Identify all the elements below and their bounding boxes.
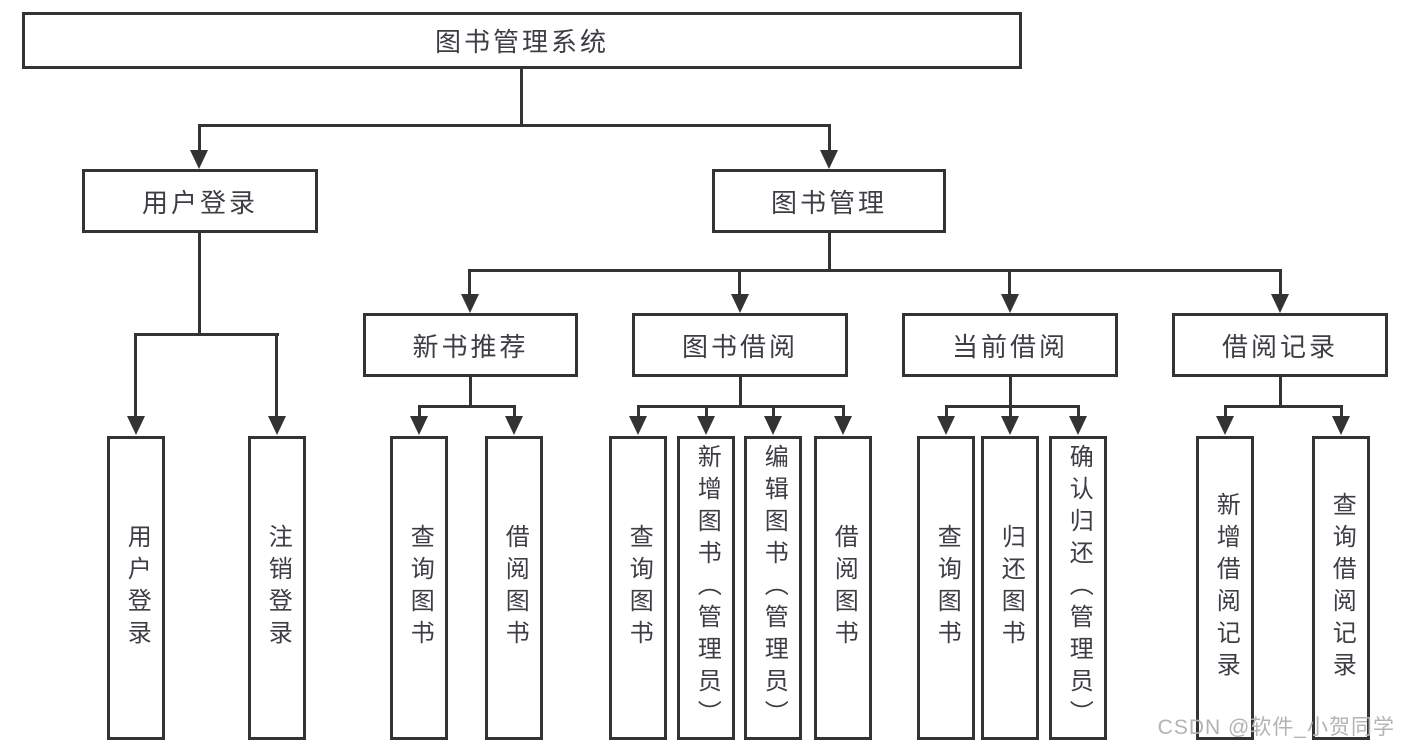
arrowhead-icon [1216, 416, 1234, 435]
node-book-management: 图书管理 [712, 169, 946, 233]
connector-line [513, 405, 516, 418]
leaf-query-books-recommend: 查询图书 [390, 436, 448, 740]
csdn-watermark: CSDN @软件_小贺同学 [1157, 716, 1395, 739]
connector-line [1279, 377, 1282, 408]
arrowhead-icon [461, 294, 479, 313]
arrowhead-icon [820, 150, 838, 169]
connector-line [1224, 405, 1227, 418]
arrowhead-icon [1069, 416, 1087, 435]
leaf-logout-login: 注销登录 [248, 436, 306, 740]
connector-line [945, 405, 948, 418]
arrowhead-icon [505, 416, 523, 435]
connector-line [637, 405, 845, 408]
node-current-borrow-label: 当前借阅 [951, 331, 1068, 362]
node-borrow-records: 借阅记录 [1172, 313, 1388, 377]
leaf-query-borrow-record-label: 查询借阅记录 [1328, 492, 1356, 684]
connector-line [842, 405, 845, 418]
leaf-user-login-label: 用户登录 [123, 524, 151, 652]
node-current-borrow: 当前借阅 [902, 313, 1118, 377]
connector-line [945, 405, 1080, 408]
leaf-user-login: 用户登录 [107, 436, 165, 740]
node-new-book-recommend: 新书推荐 [363, 313, 578, 377]
leaf-borrow-books: 借阅图书 [814, 436, 872, 740]
node-user-login-label: 用户登录 [141, 187, 258, 218]
connector-line [198, 233, 201, 336]
node-new-book-recommend-label: 新书推荐 [412, 331, 529, 362]
leaf-query-books-borrow-label: 查询图书 [625, 524, 653, 652]
connector-line [1008, 269, 1011, 296]
node-book-borrow-label: 图书借阅 [681, 331, 798, 362]
connector-line [739, 377, 742, 408]
connector-line [469, 377, 472, 408]
arrowhead-icon [268, 416, 286, 435]
node-user-login: 用户登录 [82, 169, 318, 233]
connector-line [418, 405, 421, 418]
leaf-edit-book-admin-label: 编辑图书（管理员） [760, 444, 788, 732]
connector-line [1340, 405, 1343, 418]
connector-line [198, 124, 201, 152]
leaf-query-books-recommend-label: 查询图书 [406, 524, 434, 652]
connector-line [520, 69, 523, 127]
arrowhead-icon [127, 416, 145, 435]
leaf-query-borrow-record: 查询借阅记录 [1312, 436, 1370, 740]
connector-line [1009, 405, 1012, 418]
node-book-borrow: 图书借阅 [632, 313, 848, 377]
connector-line [772, 405, 775, 418]
connector-line [468, 269, 1282, 272]
leaf-logout-login-label: 注销登录 [264, 524, 292, 652]
arrowhead-icon [937, 416, 955, 435]
connector-line [637, 405, 640, 418]
connector-line [738, 269, 741, 296]
connector-line [1077, 405, 1080, 418]
node-root-label: 图书管理系统 [434, 27, 609, 57]
arrowhead-icon [731, 294, 749, 313]
node-borrow-records-label: 借阅记录 [1221, 331, 1338, 362]
connector-line [1224, 405, 1343, 408]
leaf-confirm-return-admin-label: 确认归还（管理员） [1065, 444, 1093, 732]
connector-line [1279, 269, 1282, 296]
connector-line [828, 124, 831, 152]
leaf-add-book-admin-label: 新增图书（管理员） [693, 444, 721, 732]
arrowhead-icon [410, 416, 428, 435]
leaf-borrow-books-recommend-label: 借阅图书 [501, 524, 529, 652]
leaf-edit-book-admin: 编辑图书（管理员） [744, 436, 802, 740]
node-book-management-label: 图书管理 [770, 187, 887, 218]
leaf-query-books-borrow: 查询图书 [609, 436, 667, 740]
connector-line [468, 269, 471, 296]
leaf-return-book: 归还图书 [981, 436, 1039, 740]
leaf-add-borrow-record: 新增借阅记录 [1196, 436, 1254, 740]
leaf-add-borrow-record-label: 新增借阅记录 [1212, 492, 1240, 684]
connector-line [134, 333, 137, 417]
arrowhead-icon [629, 416, 647, 435]
arrowhead-icon [1001, 416, 1019, 435]
connector-line [134, 333, 279, 336]
connector-line [1009, 377, 1012, 408]
arrowhead-icon [1271, 294, 1289, 313]
leaf-borrow-books-recommend: 借阅图书 [485, 436, 543, 740]
arrowhead-icon [1332, 416, 1350, 435]
connector-line [705, 405, 708, 418]
arrowhead-icon [1001, 294, 1019, 313]
leaf-borrow-books-label: 借阅图书 [830, 524, 858, 652]
arrowhead-icon [190, 150, 208, 169]
connector-line [828, 233, 831, 272]
connector-line [418, 405, 516, 408]
arrowhead-icon [834, 416, 852, 435]
leaf-confirm-return-admin: 确认归还（管理员） [1049, 436, 1107, 740]
node-root: 图书管理系统 [22, 12, 1022, 69]
connector-line [275, 333, 278, 417]
arrowhead-icon [764, 416, 782, 435]
leaf-query-books-current: 查询图书 [917, 436, 975, 740]
leaf-add-book-admin: 新增图书（管理员） [677, 436, 735, 740]
leaf-query-books-current-label: 查询图书 [933, 524, 961, 652]
connector-line [198, 124, 831, 127]
leaf-return-book-label: 归还图书 [997, 524, 1025, 652]
arrowhead-icon [697, 416, 715, 435]
